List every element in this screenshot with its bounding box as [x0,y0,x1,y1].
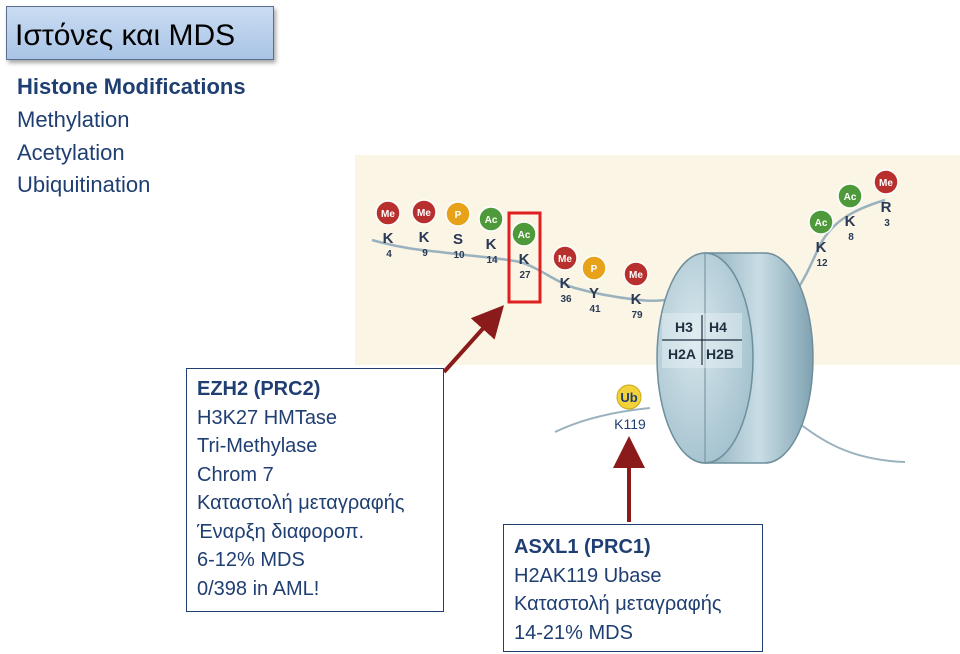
h3-position-label: 9 [422,248,428,259]
ezh2-info-box: EZH2 (PRC2) H3K27 HMTase Tri-Methylase C… [186,368,444,612]
dna-strand [554,407,906,463]
core-label-h2a: H2A [668,346,696,362]
h4-mark-K12-icon [808,209,834,235]
h3-mark-K36-icon [552,245,578,271]
h3-mark-S10-icon [445,201,471,227]
ezh2-line-6: 6-12% MDS [197,549,305,571]
ub-residue-label: K119 [614,416,646,432]
h3-mark-K4-icon [375,200,401,226]
h3-position-label: 79 [631,310,643,321]
h3-residue-label: S [453,231,463,248]
nucleosome [656,252,814,464]
asxl1-line-3: 14-21% MDS [514,621,633,644]
histone-marks: MeK4MeK9PS10AcK14AcK27MeK36PY41MeK79AcK1… [375,169,899,321]
h3-residue-label: K [519,251,530,268]
ub-mark-icon [616,384,642,410]
h3-position-label: 36 [560,294,572,305]
h3-mark-K14-icon [478,206,504,232]
h3-residue-label: Y [589,285,599,302]
modification-ubiquitination: Ubiquitination [17,172,151,197]
asxl1-info-box: ASXL1 (PRC1) H2AK119 Ubase Καταστολή μετ… [503,524,763,652]
title-box: Ιστόνες και MDS [6,6,274,60]
h3-mark-Y41-icon [581,255,607,281]
ezh2-line-0: EZH2 (PRC2) [197,378,321,400]
h4-mark-label: Me [879,178,893,189]
h3-position-label: 41 [589,304,601,315]
ezh2-arrow [442,305,505,374]
h3-mark-label: Me [558,254,572,265]
h3-mark-K9-icon [411,199,437,225]
h3-mark-label: P [455,210,462,221]
h4-position-label: 3 [884,218,890,229]
h4-residue-label: R [881,199,892,216]
h3-mark-label: Me [417,208,431,219]
modification-acetylation: Acetylation [17,140,125,165]
h3-mark-K79-icon [623,261,649,287]
h3-mark-label: P [591,264,598,275]
h3-residue-label: K [419,229,430,246]
h4-tail-strand [788,198,886,301]
ezh2-line-4: Καταστολή μεταγραφής [197,492,405,514]
ezh2-line-5: Έναρξη διαφοροπ. [197,520,365,543]
slide-title: Ιστόνες και MDS [15,19,236,52]
h3-mark-K27-icon [511,221,537,247]
core-label-h4: H4 [709,319,727,335]
h4-mark-R3-icon [873,169,899,195]
ezh2-line-1: H3K27 HMTase [197,406,338,429]
h3-mark-label: Ac [518,230,531,241]
h3-position-label: 27 [519,270,531,281]
h4-residue-label: K [845,213,856,230]
h4-position-label: 12 [816,258,828,269]
h3-residue-label: K [560,275,571,292]
asxl1-line-1: H2AK119 Ubase [514,564,662,587]
h3-mark-label: Ac [485,215,498,226]
h3-residue-label: K [631,291,642,308]
core-label-h3: H3 [675,319,693,335]
k27-highlight [507,211,542,304]
h3-mark-label: Me [629,270,643,281]
h3-residue-label: K [383,230,394,247]
h3-mark-label: Me [381,209,395,220]
h4-residue-label: K [816,239,827,256]
ezh2-line-2: Tri-Methylase [197,435,318,457]
h4-mark-label: Ac [815,218,828,229]
h4-mark-label: Ac [844,192,857,203]
h4-position-label: 8 [848,232,854,243]
ezh2-line-7: 0/398 in AML! [197,577,320,600]
asxl1-line-0: ASXL1 (PRC1) [514,536,651,558]
ezh2-line-3: Chrom 7 [197,463,274,486]
modification-methylation: Methylation [17,107,130,132]
core-label-h2b: H2B [706,346,734,362]
h3-position-label: 10 [453,250,465,261]
h3-position-label: 4 [386,249,392,260]
asxl1-line-2: Καταστολή μεταγραφής [514,593,722,615]
h3-residue-label: K [486,236,497,253]
modifications-heading: Histone Modifications [17,74,246,99]
ub-mark-label: Ub [620,390,637,405]
h4-mark-K8-icon [837,183,863,209]
h3-tail-strand [371,238,691,303]
h3-position-label: 14 [486,255,498,266]
